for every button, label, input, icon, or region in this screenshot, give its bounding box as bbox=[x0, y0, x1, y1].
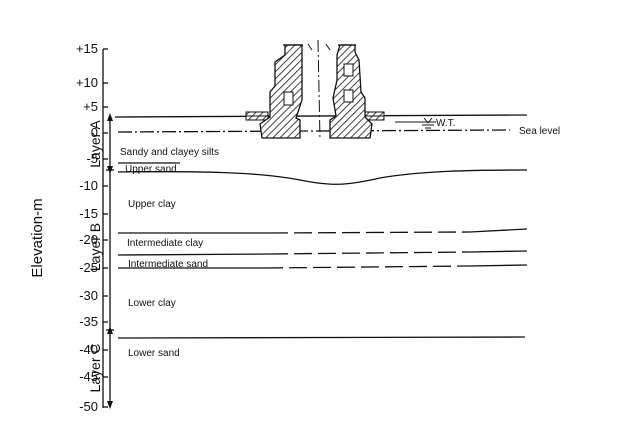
stratum-label: Upper sand bbox=[125, 164, 177, 175]
tick-label: -50 bbox=[79, 399, 98, 414]
arrow-head-icon bbox=[107, 166, 113, 174]
layer-b-label: Layer B bbox=[87, 223, 103, 271]
tower-foundation bbox=[245, 39, 385, 141]
intermediate-clay-base-dashed bbox=[269, 251, 471, 255]
arrow-head-icon bbox=[107, 401, 113, 409]
tick-label: 0 bbox=[91, 125, 98, 140]
stratum-label: Lower sand bbox=[128, 348, 180, 359]
sea-level-label: Sea level bbox=[519, 126, 560, 137]
stratum-label: Sandy and clayey silts bbox=[120, 147, 219, 158]
upper-clay-base-line-end bbox=[469, 228, 528, 233]
tick-label: -30 bbox=[79, 288, 98, 303]
intermediate-clay-base-line bbox=[117, 253, 271, 256]
stratum-label: Intermediate clay bbox=[127, 238, 203, 249]
tick-label: +10 bbox=[76, 75, 98, 90]
tick-label: -15 bbox=[79, 206, 98, 221]
sea-level-annotation: Sea level bbox=[519, 126, 560, 137]
tick-label: -35 bbox=[79, 314, 98, 329]
intermediate-clay-base-line-end bbox=[469, 250, 528, 253]
elevation-axis-title: Elevation-m bbox=[29, 198, 46, 277]
stratum-labels: Sandy and clayey silts Upper sand Upper … bbox=[120, 147, 219, 359]
stratum-label: Intermediate sand bbox=[128, 259, 208, 270]
layer-a-label: Layer A bbox=[87, 120, 103, 168]
upper-sand-base-line bbox=[117, 169, 528, 185]
layer-c-label: Layer C bbox=[87, 343, 103, 392]
stratum-label: Lower clay bbox=[128, 298, 176, 309]
tick-label: -40 bbox=[79, 342, 98, 357]
water-table-label: W.T. bbox=[436, 118, 455, 129]
intermediate-sand-base-dashed bbox=[264, 265, 471, 269]
tick-label: -20 bbox=[79, 232, 98, 247]
upper-clay-base-dashed bbox=[269, 231, 471, 234]
tick-label: -5 bbox=[86, 151, 98, 166]
tick-label: +15 bbox=[76, 41, 98, 56]
tick-label: -10 bbox=[79, 178, 98, 193]
intermediate-sand-base-line-end bbox=[469, 264, 528, 267]
tick-label: -25 bbox=[79, 260, 98, 275]
sea-level-line bbox=[117, 129, 511, 133]
tick-label: -45 bbox=[79, 369, 98, 384]
tick-label: +5 bbox=[83, 99, 98, 114]
elevation-axis: +15 +10 +5 0 -5 -10 -15 -20 -25 -30 -35 … bbox=[29, 41, 108, 414]
water-table-icon bbox=[423, 117, 433, 124]
lower-clay-base-line bbox=[117, 336, 526, 339]
layer-markers: Layer A Layer B Layer C bbox=[87, 113, 114, 409]
arrow-head-icon bbox=[107, 326, 113, 334]
stratum-label: Upper clay bbox=[128, 199, 176, 210]
water-table-annotation: W.T. bbox=[395, 117, 455, 129]
arrow-head-icon bbox=[107, 113, 113, 121]
